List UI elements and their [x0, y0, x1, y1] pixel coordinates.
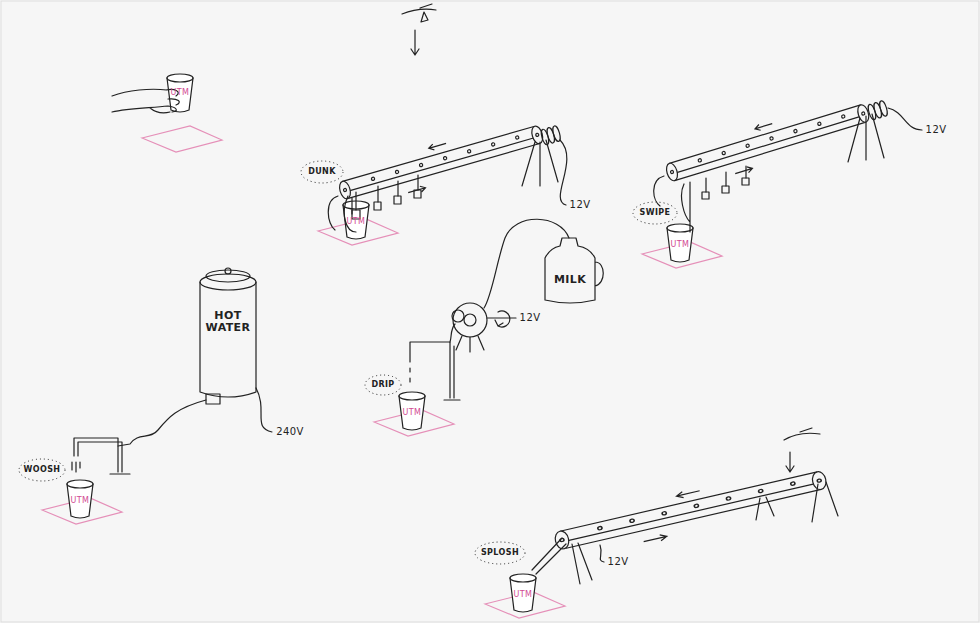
milk-pump: [365, 219, 603, 436]
teabag: [414, 190, 421, 198]
rotation-arrow: [495, 311, 510, 327]
cup: [399, 392, 425, 430]
sound-word: SWIPE: [640, 209, 671, 217]
urn-lid: [206, 270, 250, 282]
cup-logo: UTM: [71, 497, 90, 505]
sound-burst: [633, 202, 677, 224]
milk-tube: [484, 219, 569, 308]
power-wire: [560, 140, 567, 205]
sound-burst: [301, 161, 343, 183]
power-wire: [256, 388, 272, 432]
power-wire: [888, 108, 922, 130]
outlet-tube: [450, 324, 455, 342]
teabag: [702, 192, 709, 199]
voltage-label: 12V: [570, 200, 591, 211]
cup-logo: UTM: [671, 241, 690, 249]
hand-with-cup: [112, 74, 222, 152]
teabag-strings: [356, 175, 418, 210]
voltage-label: 12V: [608, 557, 629, 568]
milk-jug: [545, 238, 603, 303]
frame-legs: [572, 482, 838, 584]
hand: [112, 89, 179, 113]
power-wire: [600, 545, 604, 562]
cup: [667, 224, 693, 262]
frame-legs: [328, 140, 558, 232]
chute: [532, 538, 566, 574]
frame-legs: [654, 114, 884, 232]
water-stream: [72, 462, 80, 472]
teabag: [742, 178, 749, 185]
teabag-strings: [706, 166, 746, 192]
milk-drops: [409, 368, 410, 382]
sound-burst: [19, 459, 65, 481]
voltage-label: 12V: [520, 313, 541, 324]
sound-word: DRIP: [371, 381, 394, 389]
sound-word: DUNK: [308, 168, 336, 176]
spout-stand: [410, 342, 460, 400]
jug-label: MILK: [554, 274, 586, 286]
tap: [206, 394, 220, 404]
pump-legs: [456, 336, 484, 352]
hand-dropping-item: [784, 428, 820, 472]
sound-word: WOOSH: [24, 466, 61, 474]
sound-burst: [365, 375, 401, 395]
cup-logo: UTM: [514, 591, 533, 599]
teabag: [374, 202, 381, 210]
conveyor-belt: [335, 114, 549, 213]
hose: [118, 400, 206, 446]
pump-head: [453, 303, 487, 337]
urn-body: [200, 282, 256, 397]
motor: [540, 125, 562, 145]
cup: [67, 480, 93, 518]
motor: [867, 100, 889, 121]
coaster: [142, 126, 222, 152]
cup-logo: UTM: [403, 409, 422, 417]
voltage-label: 240V: [276, 427, 304, 438]
hand-dropping-teabag: [402, 4, 436, 55]
conveyor-belt: [661, 93, 874, 196]
dunk-conveyor: [301, 4, 567, 245]
urn-label: HOT WATER: [205, 310, 251, 333]
teabag: [394, 196, 401, 204]
conveyor-belt: [551, 460, 831, 564]
spout-stand: [74, 438, 130, 474]
teabag: [722, 186, 729, 193]
splosh-conveyor: [475, 428, 838, 618]
cup: [510, 574, 536, 612]
pump-rotor: [464, 314, 476, 326]
cup-logo: UTM: [171, 89, 190, 97]
pump-roller: [452, 310, 464, 322]
power-wire: [487, 317, 516, 318]
hot-water-urn: [19, 268, 272, 524]
swipe-conveyor: [633, 93, 922, 268]
voltage-label: 12V: [926, 125, 947, 136]
sound-burst: [475, 542, 525, 564]
lid-knob: [225, 268, 231, 274]
cup-logo: UTM: [347, 218, 366, 226]
sound-word: SPLOSH: [481, 549, 519, 557]
